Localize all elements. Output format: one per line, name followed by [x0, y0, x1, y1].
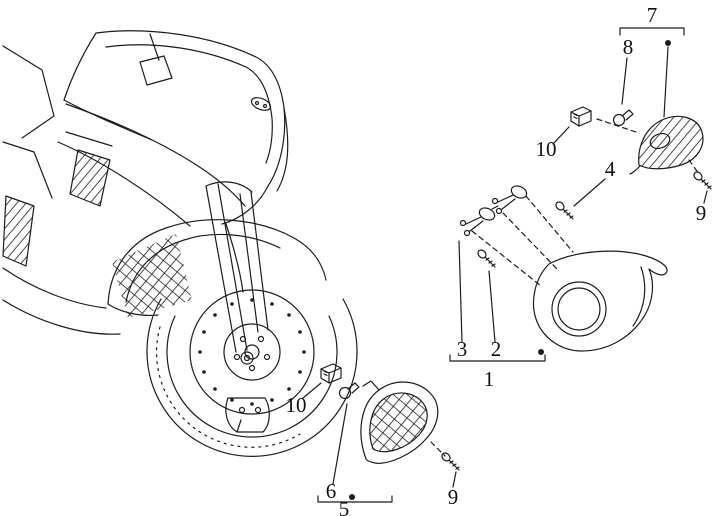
leader-6 [332, 403, 348, 485]
wiring-connector-part [491, 185, 528, 215]
callout-10-upper: 10 [536, 137, 557, 161]
assembly-dash-clip-upper [596, 118, 637, 133]
leader-2 [488, 270, 496, 343]
callout-leader-lines [302, 27, 708, 503]
callout-9-lower: 9 [448, 485, 459, 509]
assembly-dash-screw-lower [430, 441, 446, 457]
retainer-clip-lower [320, 363, 342, 384]
callout-2: 2 [491, 337, 502, 361]
callout-8: 8 [623, 35, 634, 59]
screw-upper [691, 169, 712, 190]
callout-labels: 7 8 10 9 4 3 2 1 10 6 5 9 [286, 3, 707, 516]
bracket-1 [449, 354, 546, 362]
retainer-clip-upper [570, 106, 592, 127]
diagram-ink [2, 27, 712, 503]
leader-10-lower [302, 382, 322, 399]
vent-grille [2, 149, 111, 267]
bulb-holder-part [459, 205, 499, 237]
leader-10-upper [552, 126, 570, 145]
bracket-5 [317, 495, 393, 503]
headlamp-assembly [459, 185, 668, 352]
assembly-dash-2 [502, 212, 558, 270]
callout-9-upper: 9 [696, 201, 707, 225]
callout-10-lower: 10 [286, 393, 307, 417]
front-fork [205, 181, 269, 365]
brake-caliper [225, 397, 270, 433]
leader-8 [621, 57, 628, 105]
screw-lower [439, 450, 460, 471]
callout-6: 6 [326, 479, 337, 503]
headlamp-housing [532, 250, 668, 352]
handlebar-detail [250, 97, 272, 111]
mount-point-dots [349, 40, 671, 500]
callout-3: 3 [457, 337, 468, 361]
leader-9-upper [703, 190, 708, 204]
fender-mesh [112, 234, 192, 318]
screw-front [475, 247, 496, 268]
indicator-lens-upper [629, 115, 704, 175]
windshield [63, 30, 286, 187]
mount-point-dot-lower [349, 494, 355, 500]
bracket-7 [619, 27, 685, 36]
callout-7: 7 [647, 3, 658, 27]
mount-point-dot-headlamp [538, 349, 544, 355]
front-wheel [146, 298, 358, 457]
mirror [139, 33, 173, 86]
mount-point-dot-upper [665, 40, 671, 46]
assembly-dash-1 [471, 230, 542, 287]
indicator-lens-lower [360, 380, 439, 464]
lower-turn-signal-assembly [320, 363, 460, 471]
leader-9-lower [452, 471, 457, 488]
screw-mid [553, 199, 574, 220]
assembly-dash-screw-upper [688, 159, 700, 175]
front-fender [107, 219, 327, 318]
leader-7-dot [663, 46, 669, 118]
callout-1: 1 [484, 367, 495, 391]
scooter-front-end-drawing [2, 30, 358, 457]
body-panels [2, 45, 289, 335]
leader-3 [458, 240, 463, 343]
bulb-upper [612, 109, 634, 127]
callout-4: 4 [605, 157, 616, 181]
upper-turn-signal-assembly [570, 106, 712, 190]
callout-5: 5 [339, 497, 350, 516]
disc-drill-holes [198, 298, 306, 406]
brake-disc [189, 289, 315, 415]
assembly-dash-3 [525, 195, 574, 253]
leader-4 [573, 178, 606, 207]
